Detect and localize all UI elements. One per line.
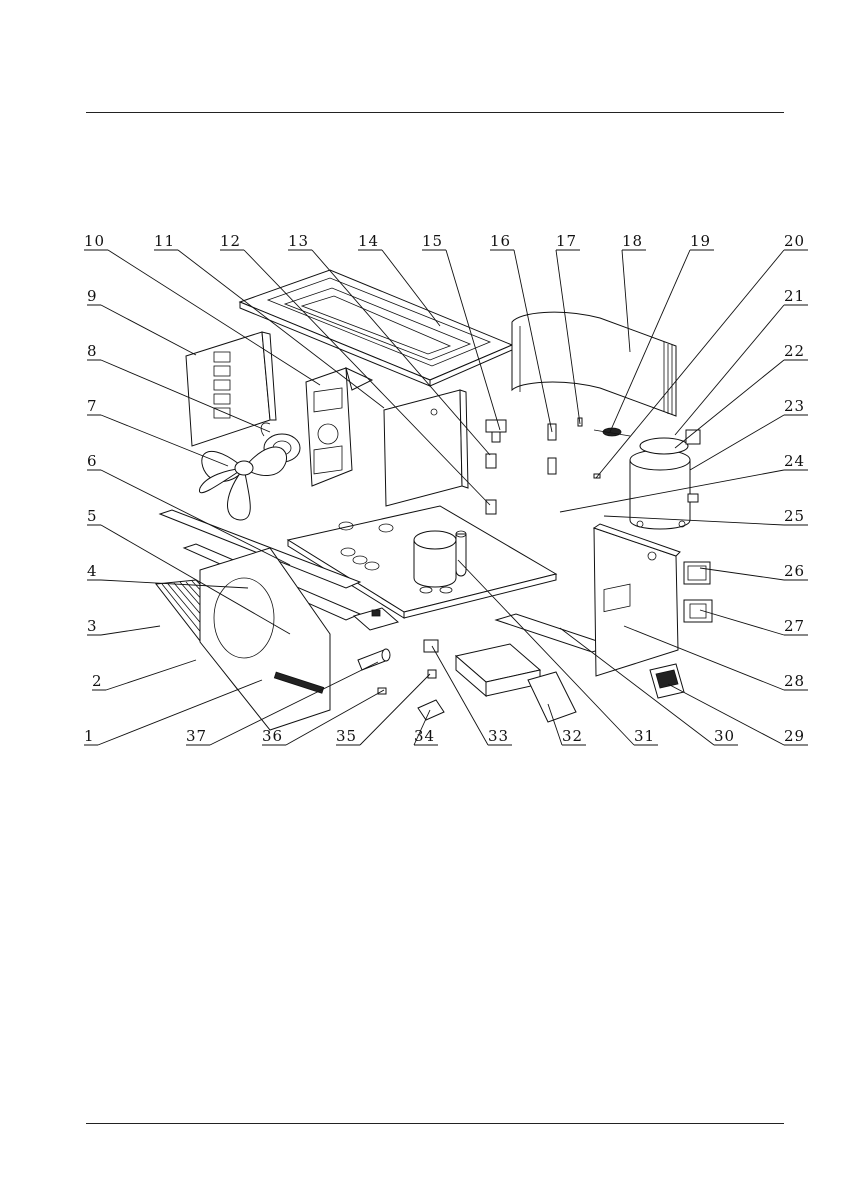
capacitor — [358, 649, 390, 694]
callout-2: 2 — [92, 660, 196, 690]
callout-26: 26 — [700, 562, 808, 580]
control-board — [354, 608, 398, 630]
top-cover-panel — [240, 270, 512, 386]
callout-number: 14 — [358, 232, 379, 250]
callout-number: 33 — [488, 727, 509, 745]
front-panel — [200, 548, 330, 730]
callout-number: 37 — [186, 727, 207, 745]
callout-number: 7 — [87, 397, 98, 415]
fan-blade — [199, 447, 286, 520]
side-handle — [650, 664, 684, 698]
callout-leader — [675, 360, 784, 448]
callout-number: 4 — [87, 562, 98, 580]
callout-number: 30 — [714, 727, 735, 745]
callout-number: 11 — [154, 232, 175, 250]
callout-number: 1 — [84, 727, 95, 745]
callout-leader — [98, 680, 262, 745]
callout-number: 24 — [784, 452, 805, 470]
callout-number: 10 — [84, 232, 105, 250]
callout-number: 12 — [220, 232, 241, 250]
callout-number: 23 — [784, 397, 805, 415]
controller-cover — [684, 600, 712, 622]
callout-leader — [101, 305, 196, 355]
callout-leader — [690, 415, 784, 470]
callout-number: 25 — [784, 507, 805, 525]
callout-number: 27 — [784, 617, 805, 635]
callout-number: 22 — [784, 342, 805, 360]
callout-9: 9 — [87, 287, 196, 355]
side-panel — [594, 524, 680, 676]
callout-number: 13 — [288, 232, 309, 250]
callout-number: 16 — [490, 232, 511, 250]
callout-number: 6 — [87, 452, 98, 470]
callout-number: 35 — [336, 727, 357, 745]
callout-leader — [106, 660, 196, 690]
callout-number: 8 — [87, 342, 98, 360]
callout-number: 2 — [92, 672, 103, 690]
callout-number: 20 — [784, 232, 805, 250]
callout-number: 28 — [784, 672, 805, 690]
callout-number: 34 — [414, 727, 435, 745]
callout-number: 32 — [562, 727, 583, 745]
electric-box — [456, 644, 576, 722]
callout-leader — [101, 626, 160, 635]
callout-number: 29 — [784, 727, 805, 745]
heat-exchanger — [630, 430, 700, 529]
callout-number: 36 — [262, 727, 283, 745]
callout-3: 3 — [87, 617, 160, 635]
callout-number: 31 — [634, 727, 655, 745]
callout-number: 19 — [690, 232, 711, 250]
callout-number: 18 — [622, 232, 643, 250]
callout-1: 1 — [84, 680, 262, 745]
callout-leader — [675, 305, 784, 435]
callout-number: 21 — [784, 287, 805, 305]
callout-number: 15 — [422, 232, 443, 250]
four-way-valve — [486, 420, 506, 442]
callout-number: 17 — [556, 232, 577, 250]
wire-controller — [684, 562, 710, 584]
callout-number: 5 — [87, 507, 98, 525]
callout-number: 3 — [87, 617, 98, 635]
callout-27: 27 — [700, 610, 808, 635]
rear-panel — [384, 390, 468, 506]
terminal-block — [418, 640, 444, 720]
partition-plate — [306, 368, 372, 486]
callout-29: 29 — [668, 684, 808, 745]
callout-number: 9 — [87, 287, 98, 305]
callout-number: 26 — [784, 562, 805, 580]
callout-leader — [700, 568, 784, 580]
callout-leader — [700, 610, 784, 635]
evaporator-coil — [512, 312, 676, 416]
